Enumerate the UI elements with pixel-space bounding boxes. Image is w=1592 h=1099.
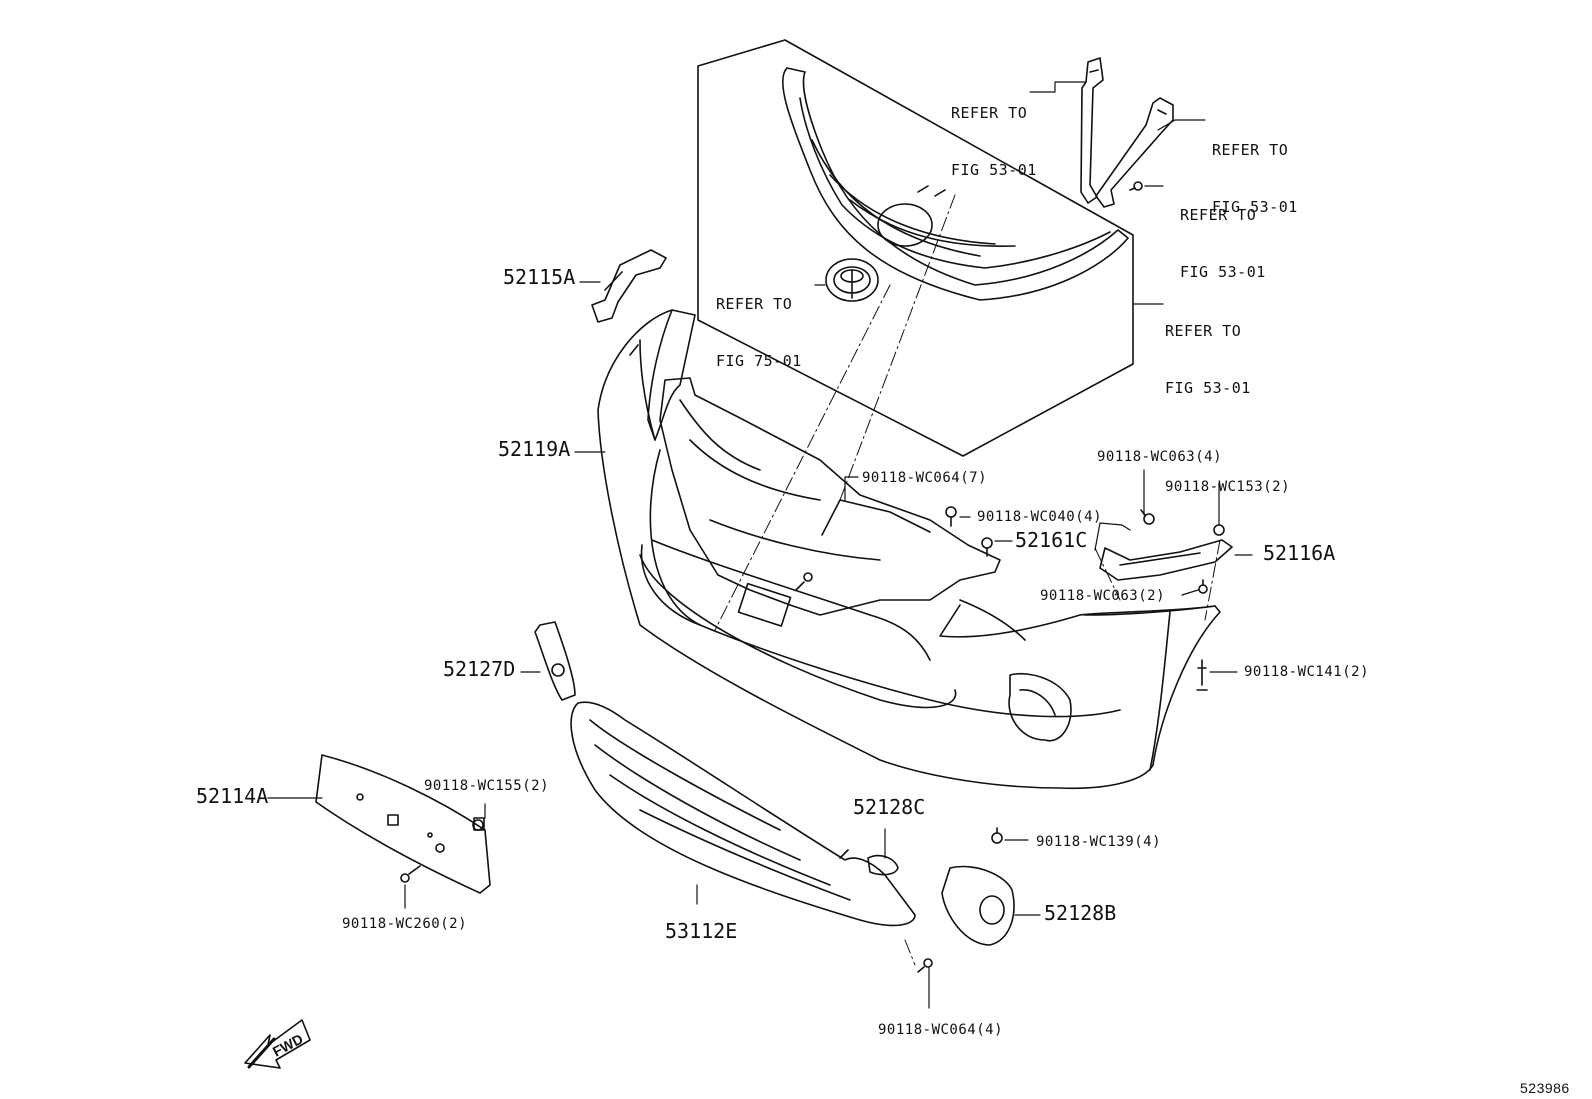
part-label-53112E: 53112E — [665, 919, 738, 943]
part-label-52116A: 52116A — [1263, 541, 1336, 565]
part-label-90118-WC260-2: 90118-WC260(2) — [342, 916, 468, 932]
refer-note-emblem: REFER TO FIG 75-01 — [716, 257, 802, 409]
bumper-retainer — [659, 377, 1001, 627]
part-52128B — [941, 865, 1015, 946]
part-52115A-bracket — [591, 249, 667, 323]
part-label-52127D: 52127D — [443, 657, 516, 681]
part-label-52115A: 52115A — [503, 265, 576, 289]
part-label-90118-WC064-7: 90118-WC064(7) — [862, 470, 988, 486]
upper-grille — [781, 67, 1129, 301]
part-label-52128C: 52128C — [853, 795, 926, 819]
grille-box-outline — [697, 39, 1134, 457]
leader-lines — [267, 81, 1253, 1009]
part-label-90118-WC155-2: 90118-WC155(2) — [424, 778, 550, 794]
refer-line2: FIG 53-01 — [1212, 198, 1298, 216]
part-label-52114A: 52114A — [196, 784, 269, 808]
fwd-arrow-icon: FWD — [244, 1019, 311, 1069]
refer-line2: FIG 53-01 — [951, 161, 1037, 179]
part-52114A-plate — [315, 754, 491, 894]
emblem — [825, 258, 879, 302]
refer-line2: FIG 53-01 — [1180, 263, 1266, 281]
refer-line1: REFER TO — [1212, 141, 1289, 159]
refer-line1: REFER TO — [951, 104, 1028, 122]
part-label-90118-WC064-4: 90118-WC064(4) — [878, 1022, 1004, 1038]
refer-line1: REFER TO — [1165, 322, 1242, 340]
part-label-52161C: 52161C — [1015, 528, 1088, 552]
part-label-52119A: 52119A — [498, 437, 571, 461]
part-label-90118-WC040-4: 90118-WC040(4) — [977, 509, 1103, 525]
refer-line2: FIG 53-01 — [1165, 379, 1251, 397]
part-53112E-grille — [570, 701, 916, 927]
bumper-cover — [597, 309, 1221, 790]
refer-note-top-left: REFER TO FIG 53-01 — [951, 66, 1037, 218]
refer-note-grille: REFER TO FIG 53-01 — [1165, 284, 1251, 436]
part-label-52128B: 52128B — [1044, 901, 1117, 925]
part-label-90118-WC141-2: 90118-WC141(2) — [1244, 664, 1370, 680]
part-label-90118-WC153-2: 90118-WC153(2) — [1165, 479, 1291, 495]
refer-line2: FIG 75-01 — [716, 352, 802, 370]
part-52116A-bracket — [1099, 539, 1233, 581]
part-label-90118-WC063-2: 90118-WC063(2) — [1040, 588, 1166, 604]
refer-note-top-right: REFER TO FIG 53-01 — [1212, 103, 1298, 255]
alignment-lines — [714, 194, 1221, 966]
refer-note-mid-right: REFER TO FIG 53-01 — [1180, 168, 1266, 320]
refer-line1: REFER TO — [1180, 206, 1257, 224]
fasteners — [400, 506, 1225, 973]
part-label-90118-WC139-4: 90118-WC139(4) — [1036, 834, 1162, 850]
diagram-id: 523986 — [1520, 1080, 1570, 1096]
part-52128C — [867, 854, 899, 876]
part-label-90118-WC063-4: 90118-WC063(4) — [1097, 449, 1223, 465]
refer-line1: REFER TO — [716, 295, 793, 313]
part-52127D — [534, 621, 576, 701]
upper-brackets — [1080, 57, 1174, 208]
